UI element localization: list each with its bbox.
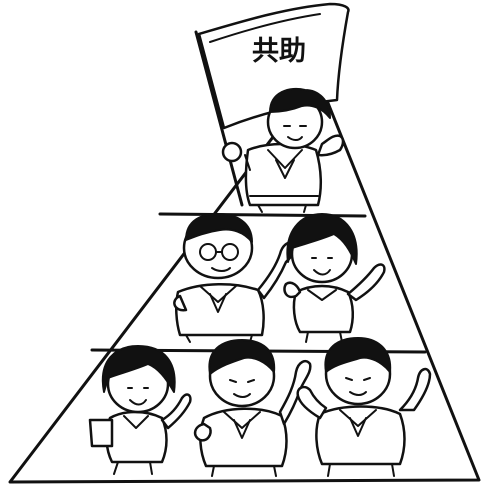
figure-leader	[221, 87, 345, 213]
figure-bottom-right	[296, 337, 432, 477]
flag-label: 共助	[252, 36, 306, 67]
figure-middle-right	[283, 213, 386, 343]
flag-pole	[194, 30, 244, 207]
figure-middle-left	[173, 213, 297, 343]
figure-bottom-left	[88, 345, 192, 475]
figure-bottom-middle	[193, 339, 312, 477]
